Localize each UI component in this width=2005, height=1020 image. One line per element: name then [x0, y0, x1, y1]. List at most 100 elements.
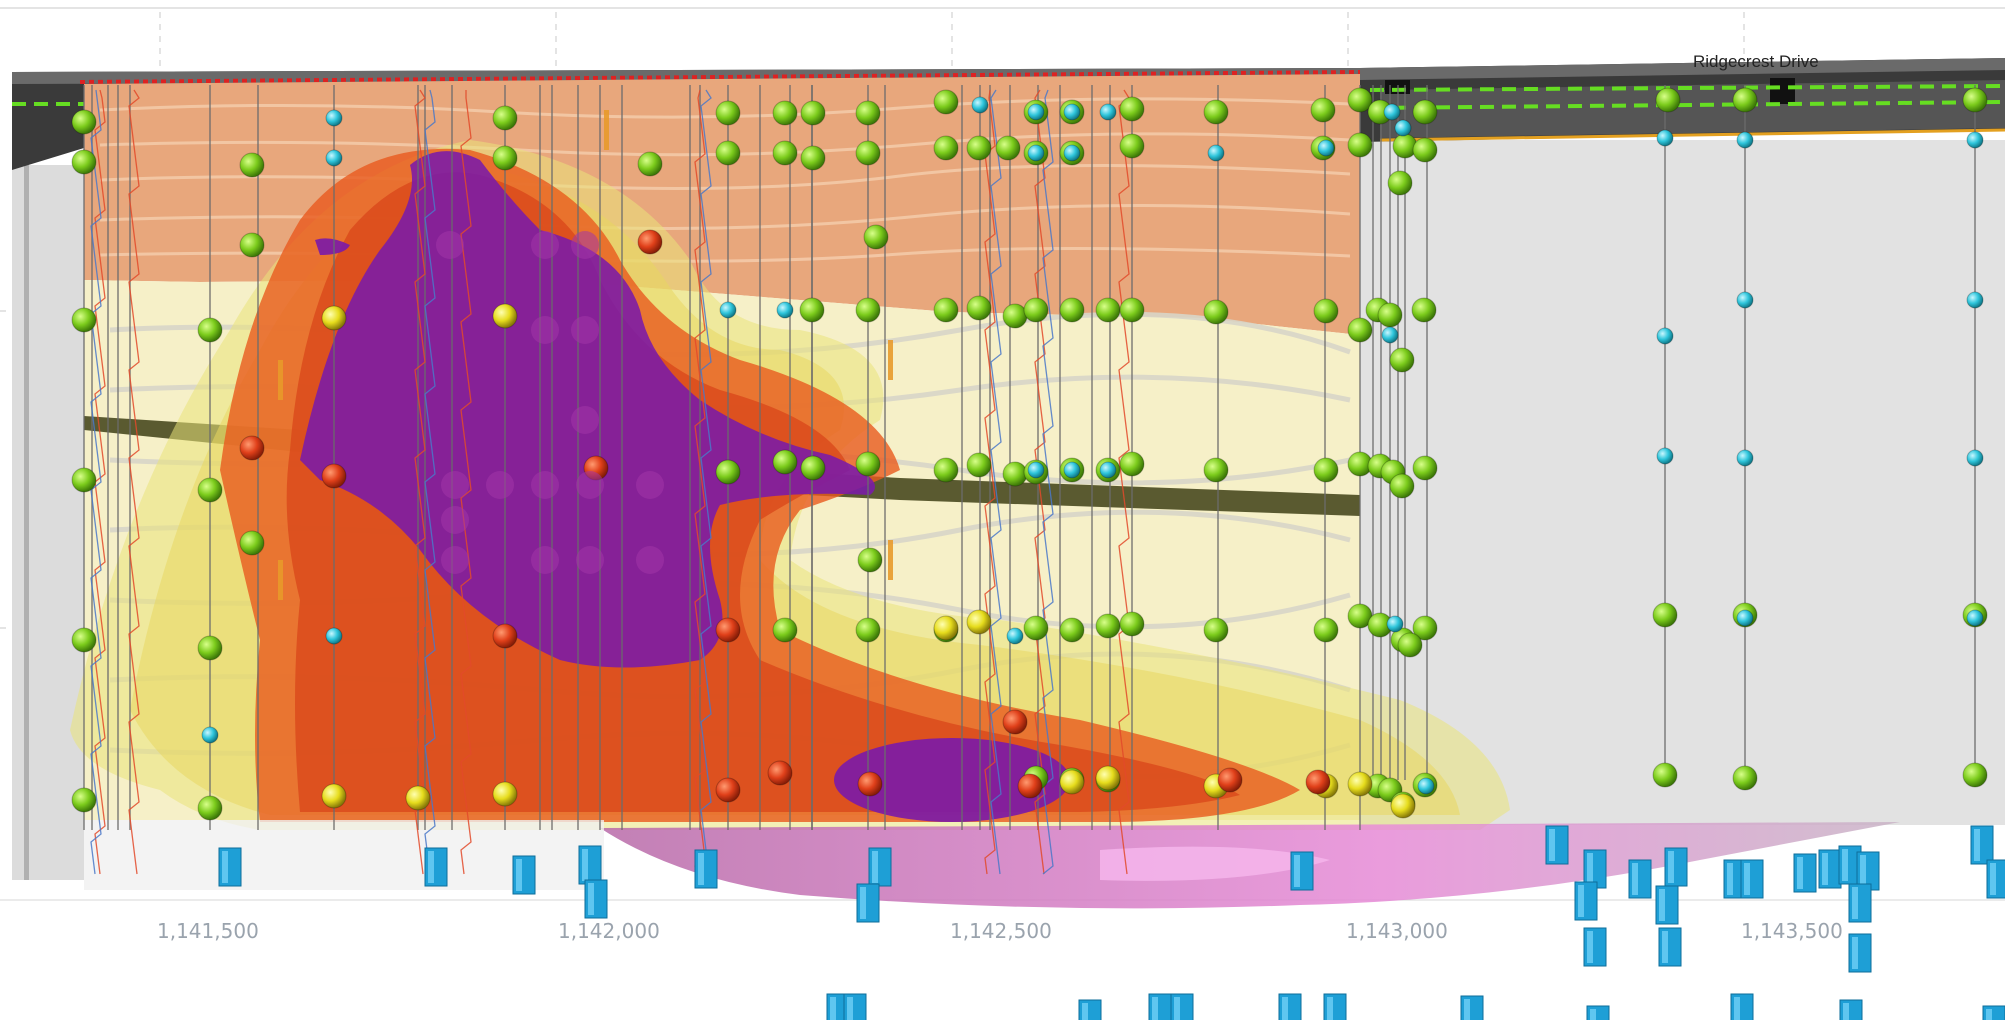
sample-point-icon — [1347, 132, 1373, 158]
sample-point-icon — [1966, 449, 1984, 467]
sample-point-icon — [325, 627, 343, 645]
core-sample-point — [441, 471, 469, 499]
sample-point-icon — [1099, 461, 1117, 479]
sample-point-icon — [1962, 762, 1988, 788]
road-label: Ridgecrest Drive — [1693, 52, 1819, 71]
sample-point-icon — [71, 307, 97, 333]
sample-point-icon — [405, 785, 431, 811]
sample-point-icon — [492, 623, 518, 649]
sample-point-icon — [1119, 96, 1145, 122]
core-sample-point — [636, 546, 664, 574]
road-marking — [12, 84, 2005, 110]
column-highlight — [847, 997, 853, 1020]
sample-point-icon — [197, 795, 223, 821]
sample-point-icon — [715, 459, 741, 485]
sample-point-icon — [1095, 613, 1121, 639]
sample-point-icon — [71, 787, 97, 813]
sample-point-icon — [933, 615, 959, 641]
column-highlight — [1974, 829, 1980, 861]
sample-point-icon — [995, 135, 1021, 161]
sample-point-icon — [201, 726, 219, 744]
sample-point-icon — [1966, 131, 1984, 149]
column-highlight — [1632, 863, 1638, 895]
sample-point-icon — [492, 145, 518, 171]
sample-point-icon — [772, 100, 798, 126]
sample-point-icon — [325, 109, 343, 127]
sample-point-icon — [1387, 170, 1413, 196]
column-highlight — [1727, 863, 1733, 895]
log-marker — [278, 360, 283, 400]
sample-point-icon — [71, 467, 97, 493]
sample-point-icon — [863, 224, 889, 250]
sample-point-icon — [966, 452, 992, 478]
sample-point-icon — [1736, 449, 1754, 467]
log-trace — [128, 89, 140, 875]
sample-point-icon — [321, 783, 347, 809]
sample-point-icon — [1389, 473, 1415, 499]
sample-point-icon — [772, 449, 798, 475]
sample-point-icon — [1305, 769, 1331, 795]
sample-point-icon — [1023, 297, 1049, 323]
sample-point-icon — [1383, 103, 1401, 121]
well-columns — [218, 825, 2005, 1020]
sample-point-icon — [1417, 777, 1435, 795]
x-coordinate-label-1: 1,141,500 — [157, 919, 259, 943]
sample-point-icon — [1059, 769, 1085, 795]
sample-point-icon — [1732, 87, 1758, 113]
sample-point-icon — [1347, 771, 1373, 797]
log-trace — [694, 89, 706, 875]
sample-point-icon — [1027, 461, 1045, 479]
sample-point-icon — [1377, 302, 1403, 328]
sample-point-icon — [492, 781, 518, 807]
sample-point-icon — [1002, 709, 1028, 735]
column-highlight — [516, 859, 522, 891]
sample-point-icon — [1966, 291, 1984, 309]
sample-point-icon — [1412, 99, 1438, 125]
sample-point-icon — [800, 455, 826, 481]
column-highlight — [1822, 853, 1828, 885]
x-coordinate-label-3: 1,142,500 — [950, 919, 1052, 943]
sample-points — [71, 87, 1988, 821]
sample-point-icon — [1063, 144, 1081, 162]
sample-point-icon — [1736, 291, 1754, 309]
sample-point-icon — [1063, 103, 1081, 121]
sample-point-icon — [719, 301, 737, 319]
sample-point-icon — [239, 530, 265, 556]
column-highlight — [872, 851, 878, 883]
sample-point-icon — [1027, 103, 1045, 121]
sample-point-icon — [637, 151, 663, 177]
core-sample-point — [576, 546, 604, 574]
sample-point-icon — [1023, 615, 1049, 641]
x-coordinate-label-2: 1,142,000 — [558, 919, 660, 943]
sample-point-icon — [197, 635, 223, 661]
sample-point-icon — [1962, 87, 1988, 113]
sample-point-icon — [1412, 615, 1438, 641]
sample-point-icon — [321, 463, 347, 489]
sample-point-icon — [857, 547, 883, 573]
sample-point-icon — [1390, 793, 1416, 819]
sample-point-icon — [1652, 762, 1678, 788]
sample-point-icon — [1386, 615, 1404, 633]
sample-point-icon — [1063, 461, 1081, 479]
log-marker — [888, 540, 893, 580]
log-trace — [1118, 89, 1130, 875]
core-sample-point — [571, 231, 599, 259]
sample-point-icon — [1966, 609, 1984, 627]
sample-point-icon — [1736, 131, 1754, 149]
sample-point-icon — [855, 451, 881, 477]
right-surface-block — [1360, 140, 2005, 825]
sample-point-icon — [1059, 617, 1085, 643]
sample-point-icon — [492, 303, 518, 329]
sample-point-icon — [321, 305, 347, 331]
sample-point-icon — [715, 100, 741, 126]
core-sample-point — [531, 316, 559, 344]
sample-point-icon — [715, 617, 741, 643]
column-highlight — [1082, 1003, 1088, 1020]
sample-point-icon — [1313, 298, 1339, 324]
sample-point-icon — [1397, 632, 1423, 658]
sample-point-icon — [71, 627, 97, 653]
sample-point-icon — [239, 152, 265, 178]
sample-point-icon — [1002, 303, 1028, 329]
